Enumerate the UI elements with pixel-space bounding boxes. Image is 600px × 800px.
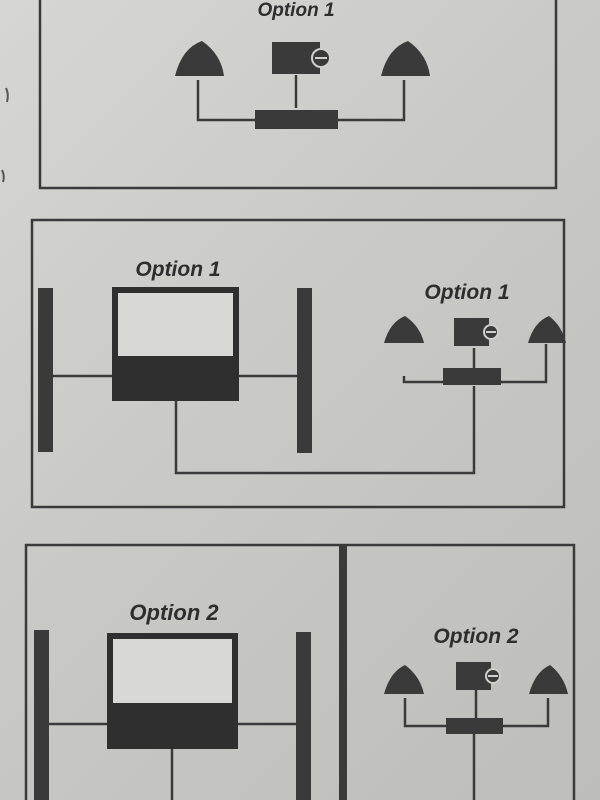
subwoofer-icon	[454, 318, 499, 346]
dome-speaker-icon	[529, 665, 568, 694]
panel-bottom-tv-label: Option 2	[129, 600, 219, 625]
panel-bottom-speaker-wiring	[403, 698, 550, 728]
tv-icon	[112, 287, 239, 401]
soundbar-icon	[446, 718, 503, 734]
dome-speaker-icon	[381, 41, 430, 76]
panel-middle-tv-label: Option 1	[135, 258, 220, 281]
panel-middle-frame	[30, 218, 566, 509]
panel-bottom-sub-wire	[472, 690, 478, 800]
panel-bottom-divider	[339, 545, 347, 800]
soundbar-icon	[255, 110, 338, 129]
page-mark	[1, 169, 5, 183]
dome-speaker-icon	[528, 316, 566, 343]
subwoofer-icon	[456, 662, 501, 690]
tower-speaker-icon	[296, 632, 311, 800]
tv-to-soundbar-wire	[174, 386, 476, 475]
panel-bottom-speakers-label: Option 2	[433, 625, 518, 648]
tower-speaker-icon	[297, 288, 312, 453]
page-mark	[5, 87, 9, 103]
panel-top-wiring	[196, 80, 406, 122]
panel-top-label: Option 1	[257, 0, 334, 21]
tower-speaker-icon	[38, 288, 53, 452]
dome-speaker-icon	[175, 41, 224, 76]
panel-top-frame	[38, 0, 558, 190]
soundbar-icon	[443, 368, 501, 385]
panel-middle-speakers-label: Option 1	[424, 281, 509, 304]
panel-top: Option 1	[38, 0, 558, 190]
panel-bottom-frame	[24, 543, 576, 800]
panel-middle: Option 1 Option 1	[30, 218, 566, 509]
tower-speaker-icon	[34, 630, 49, 800]
dome-speaker-icon	[384, 665, 424, 694]
subwoofer-icon	[272, 42, 331, 74]
panel-bottom: Option 2 Option 2	[24, 543, 576, 800]
dome-speaker-icon	[384, 316, 424, 343]
panel-middle-speaker-wiring	[402, 344, 548, 384]
tv-icon	[107, 633, 238, 749]
